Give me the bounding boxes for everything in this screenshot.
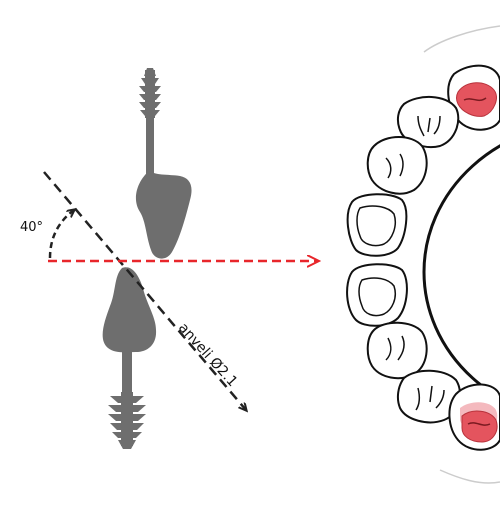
tooth-upper-3 [366,136,428,195]
upper-screw-threads [139,68,161,118]
lower-implant [102,267,157,449]
tooth-bottom-right-molar [448,383,500,451]
lower-implant-neck [122,348,132,396]
outer-gum-outline [423,25,500,53]
dental-arch [346,25,500,484]
outer-gum-outline-lower [439,469,500,484]
implant-axis-line [43,171,246,410]
highlight-bottom-molar [461,410,498,443]
angle-label: 40° [20,220,43,235]
tooth-lower-5 [346,263,408,327]
tooth-lower-7 [396,369,461,424]
axis-label: anveli Ø2.1 [175,320,240,390]
lower-screw-threads [108,392,146,449]
tooth-upper-2 [396,96,460,148]
upper-abutment [135,170,192,259]
tooth-top-right-molar [447,64,500,131]
angle-arc [48,210,74,259]
tooth-lower-6 [366,321,428,380]
upper-implant-neck [146,116,154,174]
tooth-upper-4 [346,193,408,257]
palate-outline [422,144,500,400]
lower-abutment [102,267,157,353]
upper-implant [135,68,192,259]
